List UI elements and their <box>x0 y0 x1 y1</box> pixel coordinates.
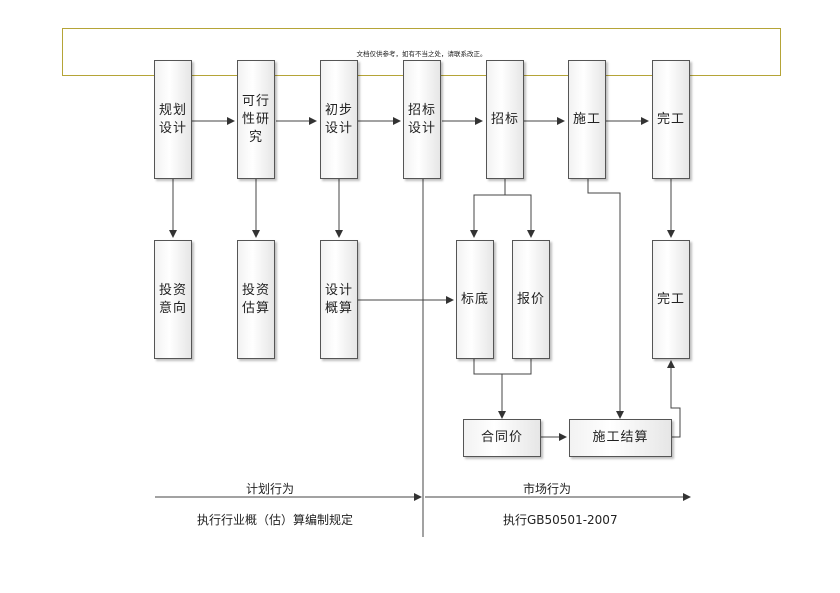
market-rule-label: 执行GB50501-2007 <box>503 513 618 527</box>
node-tender: 招标 <box>486 60 524 179</box>
node-preliminary-design: 初步 设计 <box>320 60 358 179</box>
market-behavior-label: 市场行为 <box>523 482 572 496</box>
node-contract-price: 合同价 <box>463 419 541 457</box>
node-plan-design: 规划 设计 <box>154 60 192 179</box>
node-tender-design: 招标 设计 <box>403 60 441 179</box>
planned-rule-label: 执行行业概（估）算编制规定 <box>197 513 354 527</box>
node-construction-settlement: 施工结算 <box>569 419 672 457</box>
node-construction: 施工 <box>568 60 606 179</box>
node-investment-intent: 投资 意向 <box>154 240 192 359</box>
node-investment-estimate: 投资 估算 <box>237 240 275 359</box>
node-design-budget: 设计 概算 <box>320 240 358 359</box>
planned-behavior-label: 计划行为 <box>246 482 295 496</box>
node-completion: 完工 <box>652 60 690 179</box>
node-feasibility-study: 可行 性研 究 <box>237 60 275 179</box>
header-note: 文档仅供参考，如有不当之处，请联系改正。 <box>356 50 487 58</box>
node-base-price: 标底 <box>456 240 494 359</box>
node-completion-settlement: 完工 <box>652 240 690 359</box>
node-quote: 报价 <box>512 240 550 359</box>
